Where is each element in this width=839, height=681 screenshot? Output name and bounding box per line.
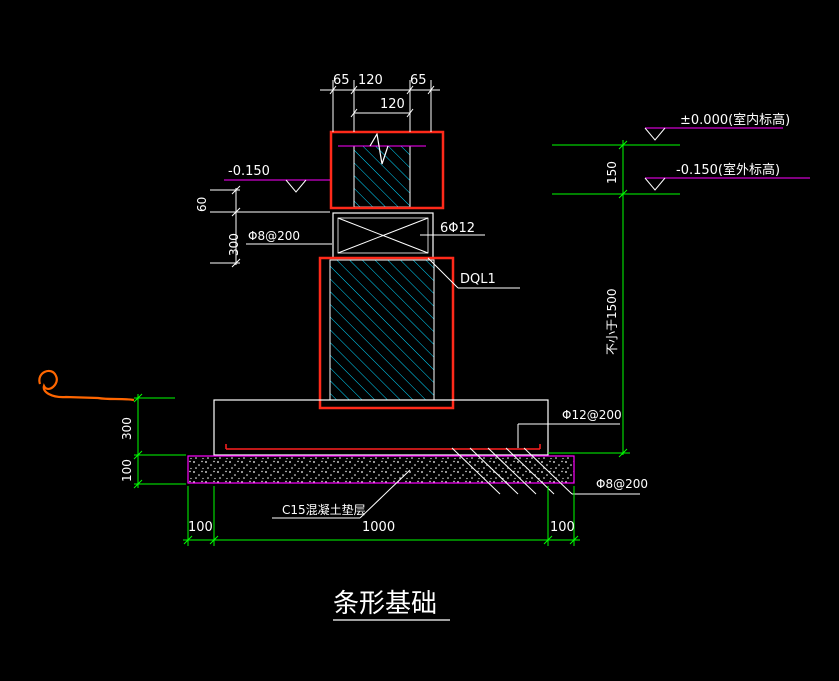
top-dimensions <box>320 80 440 132</box>
rebar-leaders <box>451 423 640 495</box>
dim-bottom-100-right: 100 <box>550 520 575 535</box>
dim-150: 150 <box>605 161 619 184</box>
dim-100-left: 100 <box>120 459 134 482</box>
beam-rebar-label: 6Φ12 <box>440 221 475 236</box>
level-indoor-label: ±0.000(室内标高) <box>680 112 790 128</box>
beam-name-label: DQL1 <box>460 272 496 287</box>
annotation-squiggle <box>38 369 135 402</box>
stirrup-label: Φ8@200 <box>248 229 300 243</box>
footing <box>213 399 549 456</box>
left-dimensions <box>210 185 330 268</box>
highlight-box-upper <box>329 130 445 210</box>
dim-bottom-1000: 1000 <box>362 520 395 535</box>
bottom-dimensions <box>183 486 580 546</box>
drawing-title: 条形基础 <box>333 589 437 619</box>
right-level-marks <box>552 127 810 195</box>
lower-pier <box>329 259 435 401</box>
depth-note: 不小于1500 <box>605 288 619 355</box>
upper-wall <box>338 132 426 208</box>
left-lower-dimensions <box>133 393 186 489</box>
dim-top-120: 120 <box>358 73 383 88</box>
left-level-mark <box>224 179 330 193</box>
dim-top-120-inner: 120 <box>380 97 405 112</box>
cushion-leader <box>272 469 411 519</box>
dim-300-upper: 300 <box>227 233 241 256</box>
level-outdoor-label: -0.150(室外标高) <box>676 162 780 178</box>
dim-60: 60 <box>195 197 209 212</box>
dim-top-65-right: 65 <box>410 73 427 88</box>
rebar-dist-label: Φ8@200 <box>596 477 648 491</box>
dim-top-65-left: 65 <box>333 73 350 88</box>
cushion-label: C15混凝土垫层 <box>282 502 366 517</box>
left-level-label: -0.150 <box>228 164 270 179</box>
dim-300-lower: 300 <box>120 417 134 440</box>
ground-beam <box>332 212 434 259</box>
concrete-cushion <box>187 455 575 484</box>
rebar-main-label: Φ12@200 <box>562 408 622 422</box>
right-dimension-line <box>548 140 630 458</box>
dim-bottom-100-left: 100 <box>188 520 213 535</box>
beam-leaders <box>420 234 520 289</box>
highlight-box-lower <box>318 256 455 410</box>
